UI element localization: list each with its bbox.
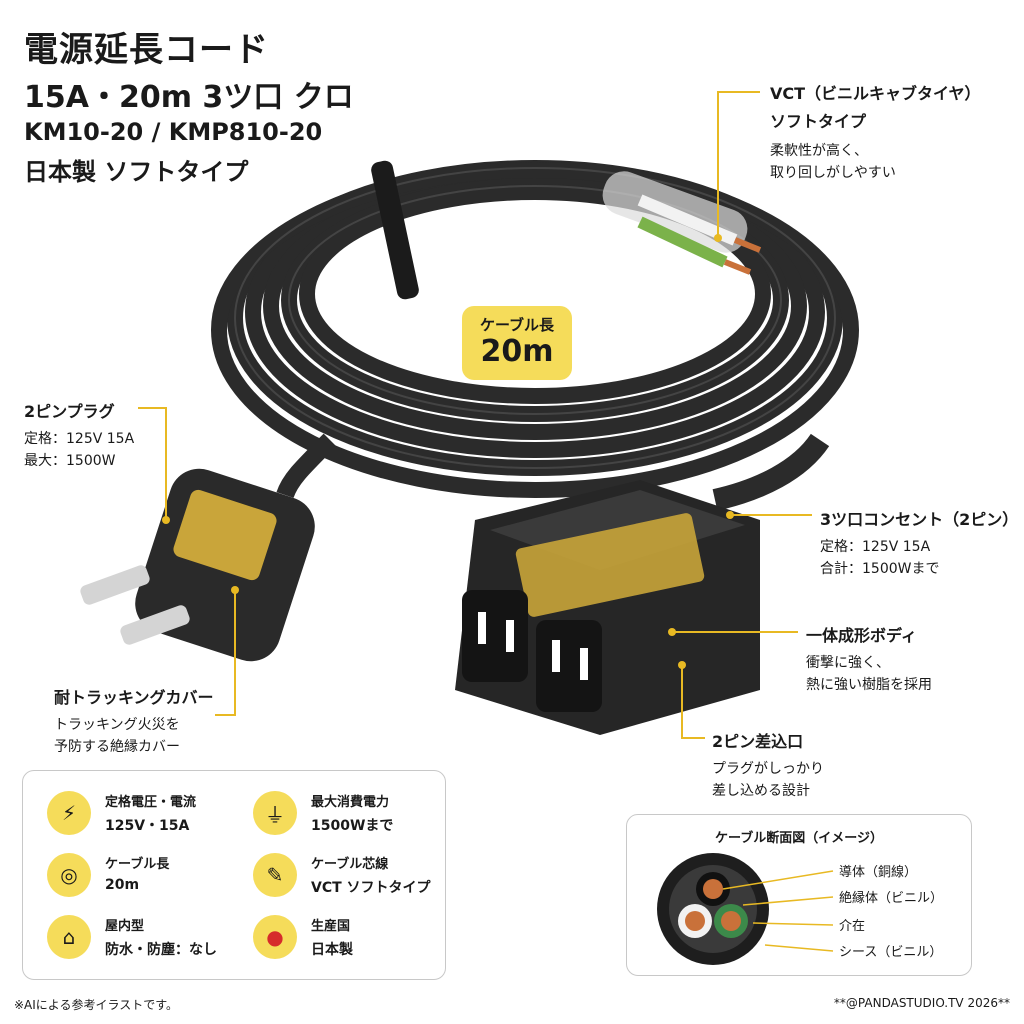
spec-cable-core-key: ケーブル芯線 — [311, 857, 389, 872]
cable-length-badge: ケーブル長 20m — [462, 306, 572, 380]
spec-rating-key: 定格電圧・電流 — [105, 795, 197, 810]
cable-length-value: 20m — [480, 334, 554, 369]
cross-section-box: ケーブル断面図（イメージ） 導体（銅線） 絶縁体（ビニル） 介在 シース（ビニル… — [626, 814, 972, 976]
spec-max-power-key: 最大消費電力 — [311, 795, 390, 810]
cross-section-label-filler: 介在 — [839, 919, 866, 934]
spec-cable-core: ✎ ケーブル芯線 VCT ソフトタイプ — [253, 849, 453, 905]
spec-origin-key: 生産国 — [311, 919, 351, 934]
plug-icon: ⏚ — [253, 791, 297, 835]
cross-section-label-sheath: シース（ビニル） — [839, 945, 943, 960]
spec-rating: ⚡ 定格電圧・電流 125V・15A — [47, 787, 247, 843]
spec-max-power-value: 1500Wまで — [311, 818, 394, 834]
product-title: 電源延長コード — [24, 30, 269, 70]
spec-indoor: ⌂ 屋内型 防水・防塵：なし — [47, 911, 247, 967]
callout-cover: 耐トラッキングカバー トラッキング火災を 予防する絶縁カバー — [54, 684, 214, 758]
product-subtitle: 15A・20m 3ツ口 クロ — [24, 80, 354, 115]
callout-slot-text1: プラグがしっかり — [712, 761, 824, 777]
callout-plug-heading: 2ピンプラグ — [24, 402, 115, 421]
model-numbers: KM10-20 / KMP810-20 — [24, 118, 323, 146]
callout-plug: 2ピンプラグ 定格：125V 15A 最大：1500W — [24, 398, 134, 472]
stripped-cable-end — [602, 171, 762, 275]
callout-slot: 2ピン差込口 プラグがしっかり 差し込める設計 — [712, 728, 824, 802]
spec-cable-length-key: ケーブル長 — [105, 857, 170, 872]
cross-section-label-insulator: 絶縁体（ビニル） — [839, 891, 944, 906]
lightning-icon: ⚡ — [47, 791, 91, 835]
callout-vct-subheading: ソフトタイプ — [770, 112, 867, 131]
callout-body-text1: 衝撃に強く、 — [806, 655, 890, 671]
product-tagline: 日本製 ソフトタイプ — [24, 158, 249, 186]
callout-cover-text1: トラッキング火災を — [54, 717, 180, 733]
plug — [80, 468, 315, 662]
copyright: **@PANDASTUDIO.TV 2026** — [833, 996, 1010, 1010]
outlet-box — [455, 480, 760, 735]
callout-outlet-text1: 定格：125V 15A — [820, 539, 931, 555]
spec-summary-box: ⚡ 定格電圧・電流 125V・15A ⏚ 最大消費電力 1500Wまで ◎ ケー… — [22, 770, 446, 980]
callout-body-text2: 熱に強い樹脂を採用 — [806, 677, 932, 693]
cable-coil-icon: ◎ — [47, 853, 91, 897]
spec-indoor-value: 防水・防塵：なし — [105, 942, 217, 958]
spec-max-power: ⏚ 最大消費電力 1500Wまで — [253, 787, 453, 843]
spec-rating-value: 125V・15A — [105, 818, 190, 834]
cable-length-label: ケーブル長 — [479, 316, 555, 334]
callout-cover-text2: 予防する絶縁カバー — [54, 739, 180, 755]
spec-cable-length: ◎ ケーブル長 20m — [47, 849, 247, 905]
callout-body-heading: 一体成形ボディ — [806, 626, 917, 645]
callout-plug-text2: 最大：1500W — [24, 453, 116, 469]
cable-tie — [371, 160, 419, 300]
callout-vct: VCT（ビニルキャブタイヤ） ソフトタイプ 柔軟性が高く、 取り回しがしやすい — [770, 80, 981, 184]
callout-vct-heading: VCT（ビニルキャブタイヤ） — [770, 84, 981, 103]
callout-cover-heading: 耐トラッキングカバー — [54, 688, 214, 707]
spec-origin-value: 日本製 — [311, 942, 353, 958]
cross-section-title: ケーブル断面図（イメージ） — [715, 831, 883, 846]
callout-slot-text2: 差し込める設計 — [712, 783, 810, 799]
callout-outlet-text2: 合計：1500Wまで — [820, 561, 940, 577]
japan-flag-icon: ● — [253, 915, 297, 959]
spec-cable-core-value: VCT ソフトタイプ — [311, 880, 431, 896]
callout-outlet-heading: 3ツ口コンセント（2ピン） — [820, 510, 1019, 529]
cable-core-icon: ✎ — [253, 853, 297, 897]
callout-slot-heading: 2ピン差込口 — [712, 732, 804, 751]
callout-vct-text2: 取り回しがしやすい — [770, 165, 896, 181]
cross-section-diagram — [657, 853, 834, 965]
spec-cable-length-value: 20m — [105, 877, 140, 893]
spec-indoor-key: 屋内型 — [105, 919, 145, 934]
disclaimer: ※AIによる参考イラストです。 — [14, 998, 179, 1012]
callout-outlet: 3ツ口コンセント（2ピン） 定格：125V 15A 合計：1500Wまで — [820, 506, 1018, 580]
callout-body: 一体成形ボディ 衝撃に強く、 熱に強い樹脂を採用 — [806, 622, 932, 696]
spec-origin: ● 生産国 日本製 — [253, 911, 453, 967]
house-icon: ⌂ — [47, 915, 91, 959]
callout-plug-text1: 定格：125V 15A — [24, 431, 135, 447]
cross-section-label-conductor: 導体（銅線） — [839, 865, 918, 880]
callout-vct-text1: 柔軟性が高く、 — [770, 143, 868, 159]
